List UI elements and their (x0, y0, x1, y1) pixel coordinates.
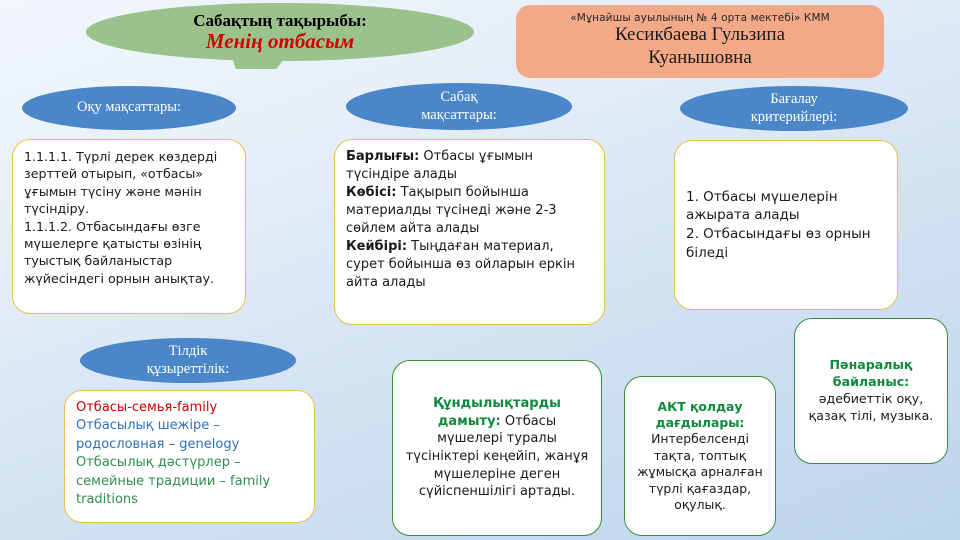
assessment-criterion-1: 1. Отбасы мүшелерін ажырата алады (686, 188, 838, 224)
section-header-lesson-objectives-label: Сабақ мақсаттары: (421, 89, 497, 123)
interdisciplinary-content: Пәнаралық байланыс: әдебиеттік оқу, қаза… (806, 357, 936, 425)
teacher-name-line1: Кесикбаева Гульзипа (615, 24, 785, 46)
lingual-term-2: Отбасылық шежіре – родословная – genelog… (76, 418, 240, 452)
interdisciplinary-heading: Пәнаралық байланыс: (829, 357, 913, 390)
teacher-name-line2: Куанышовна (648, 46, 752, 68)
lesson-objectives-line2: мақсаттары: (421, 106, 497, 123)
learning-objective-2: 1.1.1.2. Отбасындағы өзге мүшелерге қаты… (24, 218, 215, 286)
learning-objective-1: 1.1.1.1. Түрлі дерек көздерді зерттей от… (24, 149, 218, 217)
card-assessment-criteria: 1. Отбасы мүшелерін ажырата алады 2. Отб… (674, 140, 898, 310)
card-ict-skills: АКТ қолдау дағдылары: Интербелсенді тақт… (624, 376, 776, 536)
school-name: «Мұнайшы ауылының № 4 орта мектебі» КММ (570, 12, 830, 25)
lesson-objective-most-label: Көбісі: (346, 184, 397, 200)
section-header-learning-objectives: Оқу мақсаттары: (22, 86, 236, 130)
card-interdisciplinary-links: Пәнаралық байланыс: әдебиеттік оқу, қаза… (794, 318, 948, 464)
lesson-objective-most-text: Тақырып бойынша материалды түсінеді және… (346, 184, 557, 236)
lingual-term-1: Отбасы-семья-family (76, 400, 218, 415)
school-teacher-box: «Мұнайшы ауылының № 4 орта мектебі» КММ … (516, 5, 884, 78)
lingual-line2: құзыреттілік: (146, 360, 230, 377)
ict-skills-text: Интербелсенді тақта, топтық жұмысқа арна… (637, 431, 763, 512)
lesson-topic-value: Менің отбасым (205, 28, 355, 53)
card-values-development: Құндылықтарды дамыту: Отбасы мүшелері ту… (392, 360, 602, 536)
callout-bubble-shape (86, 3, 474, 61)
lesson-objective-all: Барлығы: Отбасы ұғымын түсіндіре алады (346, 148, 593, 184)
lesson-objective-some-text: Тыңдаған материал, сурет бойынша өз ойла… (346, 238, 576, 290)
assessment-criterion-2: 2. Отбасындағы өз орнын біледі (686, 226, 871, 261)
lingual-line1: Тілдік (168, 343, 208, 360)
assessment-line1: Бағалау (770, 91, 818, 108)
lesson-objective-some: Кейбірі: Тыңдаған материал, сурет бойынш… (346, 238, 593, 292)
assessment-line2: критерийлері: (750, 108, 838, 125)
lesson-topic-label: Сабақтың тақырыбы: (193, 10, 367, 30)
section-header-learning-objectives-label: Оқу мақсаттары: (77, 99, 181, 116)
section-header-lingual-competence-label: Тілдік құзыреттілік: (147, 343, 230, 377)
card-lesson-objectives: Барлығы: Отбасы ұғымын түсіндіре алады К… (334, 139, 605, 325)
lesson-objective-all-text: Отбасы ұғымын түсіндіре алады (346, 149, 533, 182)
card-lingual-competence: Отбасы-семья-family Отбасылық шежіре – р… (64, 390, 315, 523)
ict-skills-content: АКТ қолдау дағдылары: Интербелсенді тақт… (636, 399, 764, 514)
lingual-term-3: Отбасылық дәстүрлер – семейные традиции … (76, 455, 271, 508)
values-development-content: Құндылықтарды дамыту: Отбасы мүшелері ту… (404, 395, 590, 500)
ict-skills-heading: АКТ қолдау дағдылары: (655, 398, 745, 431)
section-header-lingual-competence: Тілдік құзыреттілік: (80, 338, 296, 383)
lesson-objective-some-label: Кейбірі: (346, 238, 408, 254)
section-header-assessment-criteria: Бағалау критерийлері: (680, 86, 908, 131)
values-development-heading: Құндылықтарды дамыту: (433, 396, 561, 429)
interdisciplinary-text: әдебиеттік оқу, қазақ тілі, музыка. (808, 391, 934, 423)
lesson-topic-callout: Сабақтың тақырыбы: Менің отбасым (86, 3, 474, 69)
section-header-lesson-objectives: Сабақ мақсаттары: (346, 83, 572, 130)
lesson-objectives-line1: Сабақ (440, 89, 478, 106)
values-development-text: Отбасы мүшелері туралы түсініктері кеңей… (405, 413, 589, 500)
lesson-topic-text: Сабақтың тақырыбы: Менің отбасым (86, 3, 474, 61)
callout-tail-shape (231, 53, 289, 69)
assessment-criteria-list: 1. Отбасы мүшелерін ажырата алады 2. Отб… (686, 188, 886, 263)
section-header-assessment-criteria-label: Бағалау критерийлері: (751, 91, 838, 125)
lesson-objective-most: Көбісі: Тақырып бойынша материалды түсін… (346, 184, 593, 238)
card-learning-objectives: 1.1.1.1. Түрлі дерек көздерді зерттей от… (12, 139, 246, 314)
lesson-objective-all-label: Барлығы: (346, 149, 420, 164)
